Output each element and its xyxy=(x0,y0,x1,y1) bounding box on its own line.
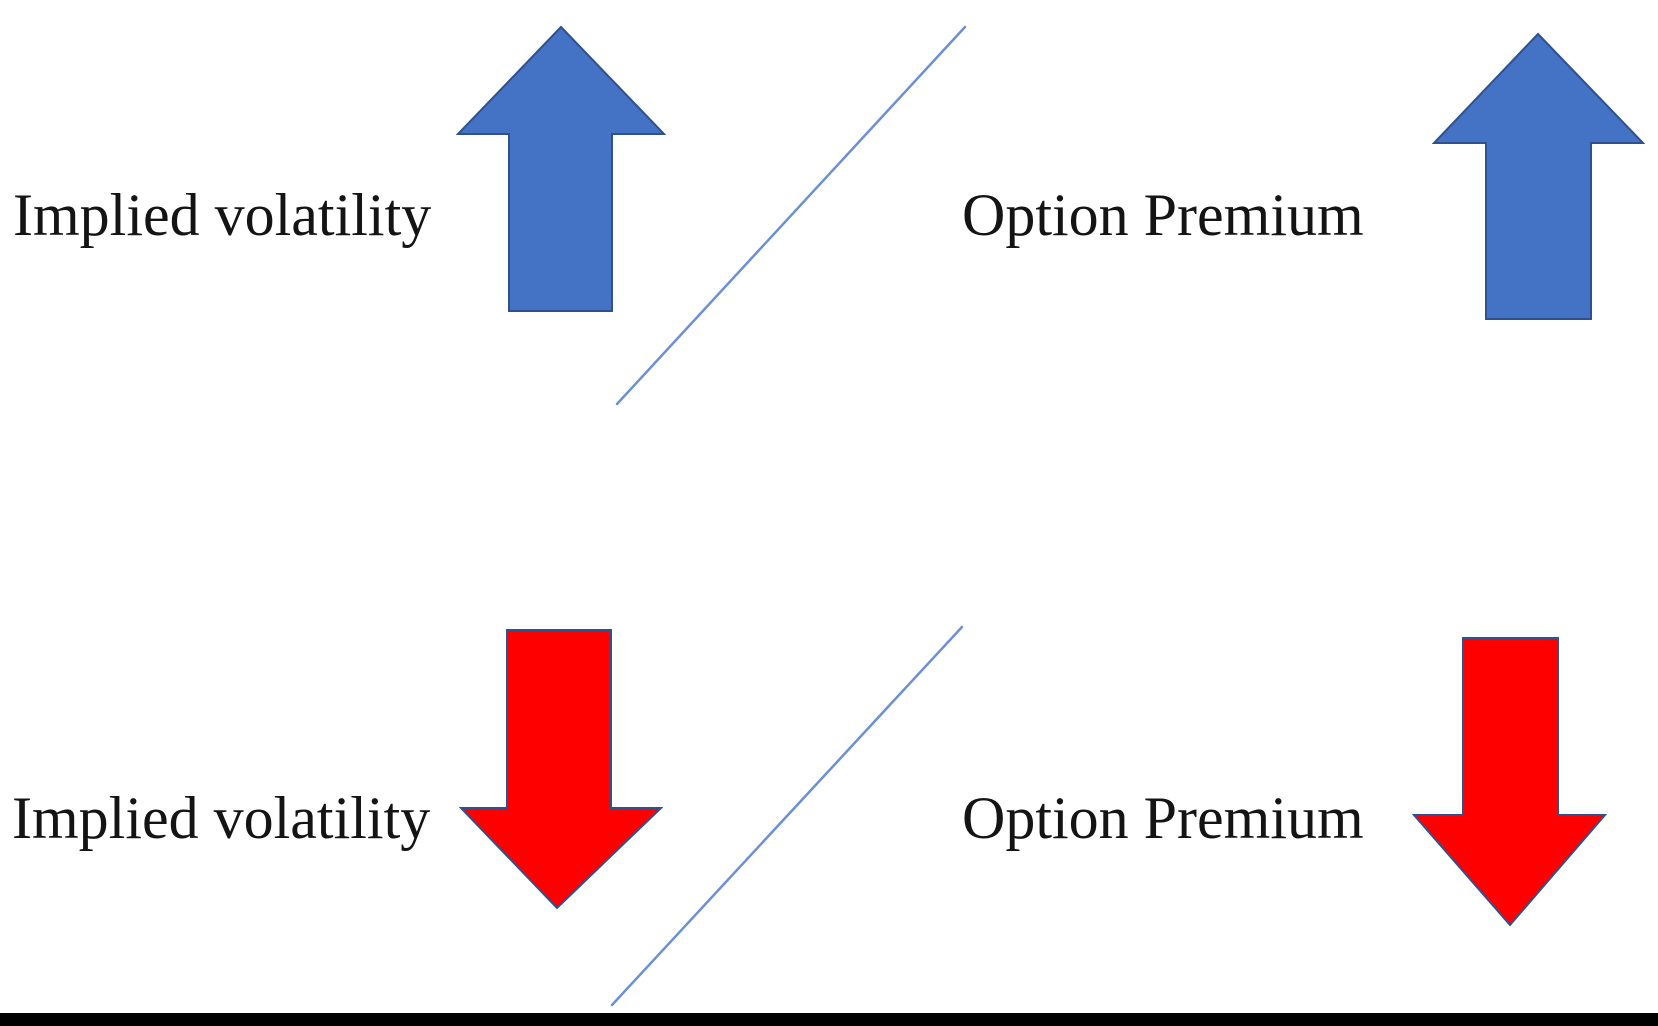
option-premium-label-row2: Option Premium xyxy=(962,785,1364,851)
rising-line-icon xyxy=(610,625,964,1007)
up-arrow-icon xyxy=(1432,32,1645,320)
up-arrow-shape xyxy=(1432,32,1645,320)
option-premium-label-row1: Option Premium xyxy=(962,182,1364,248)
rising-line-icon xyxy=(615,25,967,406)
down-arrow-icon xyxy=(1412,637,1608,927)
down-arrow-shape xyxy=(1412,637,1608,927)
implied-volatility-label-row1: Implied volatility xyxy=(13,182,432,248)
down-arrow-icon xyxy=(459,629,663,910)
up-arrow-shape xyxy=(456,25,666,312)
rising-line-shape xyxy=(615,25,967,406)
bottom-black-bar xyxy=(0,1013,1658,1026)
up-arrow-icon xyxy=(456,25,666,312)
rising-line-shape xyxy=(610,625,964,1007)
down-arrow-shape xyxy=(459,629,663,910)
implied-volatility-label-row2: Implied volatility xyxy=(12,785,431,851)
